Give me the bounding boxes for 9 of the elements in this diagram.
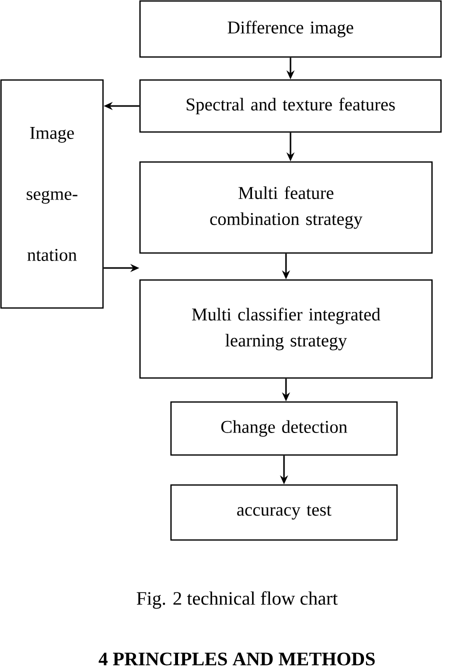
process-box: Difference image: [139, 0, 442, 58]
process-box: Image segme- ntation: [0, 79, 104, 309]
section-heading: 4 PRINCIPLES AND METHODS: [98, 652, 375, 666]
process-box: Multi classifier integrated learning strategy: [139, 279, 433, 379]
caption: Fig. 2 technical flow chart: [136, 591, 338, 609]
process-box: Spectral and texture features: [139, 79, 442, 133]
process-box: accuracy test: [170, 484, 398, 541]
process-box: Multi feature combination strategy: [139, 161, 433, 254]
process-box: Change detection: [170, 401, 398, 456]
